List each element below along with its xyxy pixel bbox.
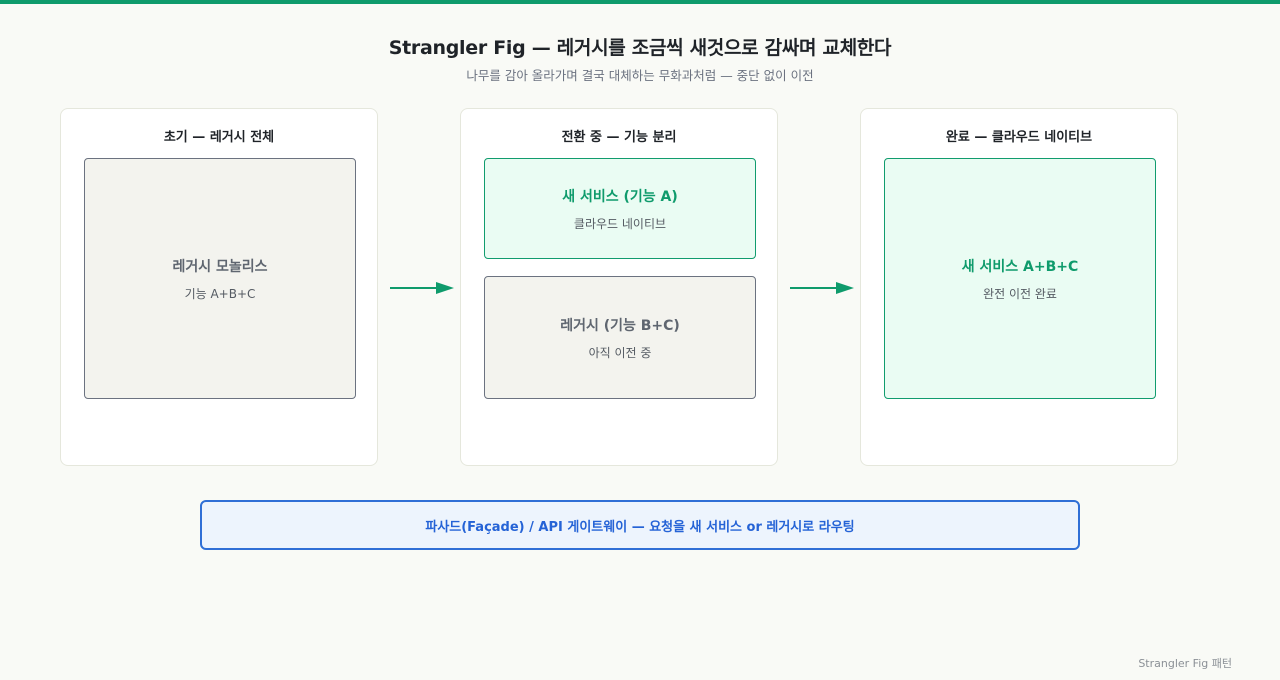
stage-title: 완료 — 클라우드 네이티브 <box>945 130 1093 145</box>
legacy-monolith-box: 레거시 모놀리스 기능 A+B+C <box>84 158 356 399</box>
facade-gateway-box: 파사드(Façade) / API 게이트웨이 — 요청을 새 서비스 or 레… <box>200 500 1080 550</box>
footer-label: Strangler Fig 패턴 <box>1138 657 1232 670</box>
stage-transition: 전환 중 — 기능 분리 새 서비스 (기능 A) 클라우드 네이티브 레거시 … <box>460 108 778 466</box>
stage-complete: 완료 — 클라우드 네이티브 새 서비스 A+B+C 완전 이전 완료 <box>860 108 1178 466</box>
box-title: 레거시 모놀리스 <box>172 258 268 275</box>
top-accent-bar <box>0 0 1280 4</box>
box-title: 새 서비스 (기능 A) <box>562 188 678 205</box>
stage-initial: 초기 — 레거시 전체 레거시 모놀리스 기능 A+B+C <box>60 108 378 466</box>
box-subtitle: 기능 A+B+C <box>184 286 256 301</box>
box-subtitle: 완전 이전 완료 <box>983 286 1057 301</box>
stage-title: 전환 중 — 기능 분리 <box>561 130 677 145</box>
arrow-right-icon <box>790 282 854 294</box>
page-title: Strangler Fig — 레거시를 조금씩 새것으로 감싸며 교체한다 <box>388 37 892 59</box>
arrow-right-icon <box>390 282 454 294</box>
legacy-bc-box: 레거시 (기능 B+C) 아직 이전 중 <box>484 276 756 399</box>
box-title: 레거시 (기능 B+C) <box>560 317 680 334</box>
box-title: 새 서비스 A+B+C <box>961 258 1079 275</box>
page-subtitle: 나무를 감아 올라가며 결국 대체하는 무화과처럼 — 중단 없이 이전 <box>466 68 814 83</box>
box-subtitle: 클라우드 네이티브 <box>573 216 667 231</box>
new-service-abc-box: 새 서비스 A+B+C 완전 이전 완료 <box>884 158 1156 399</box>
box-subtitle: 아직 이전 중 <box>588 345 652 360</box>
stage-title: 초기 — 레거시 전체 <box>163 130 275 145</box>
new-service-a-box: 새 서비스 (기능 A) 클라우드 네이티브 <box>484 158 756 259</box>
